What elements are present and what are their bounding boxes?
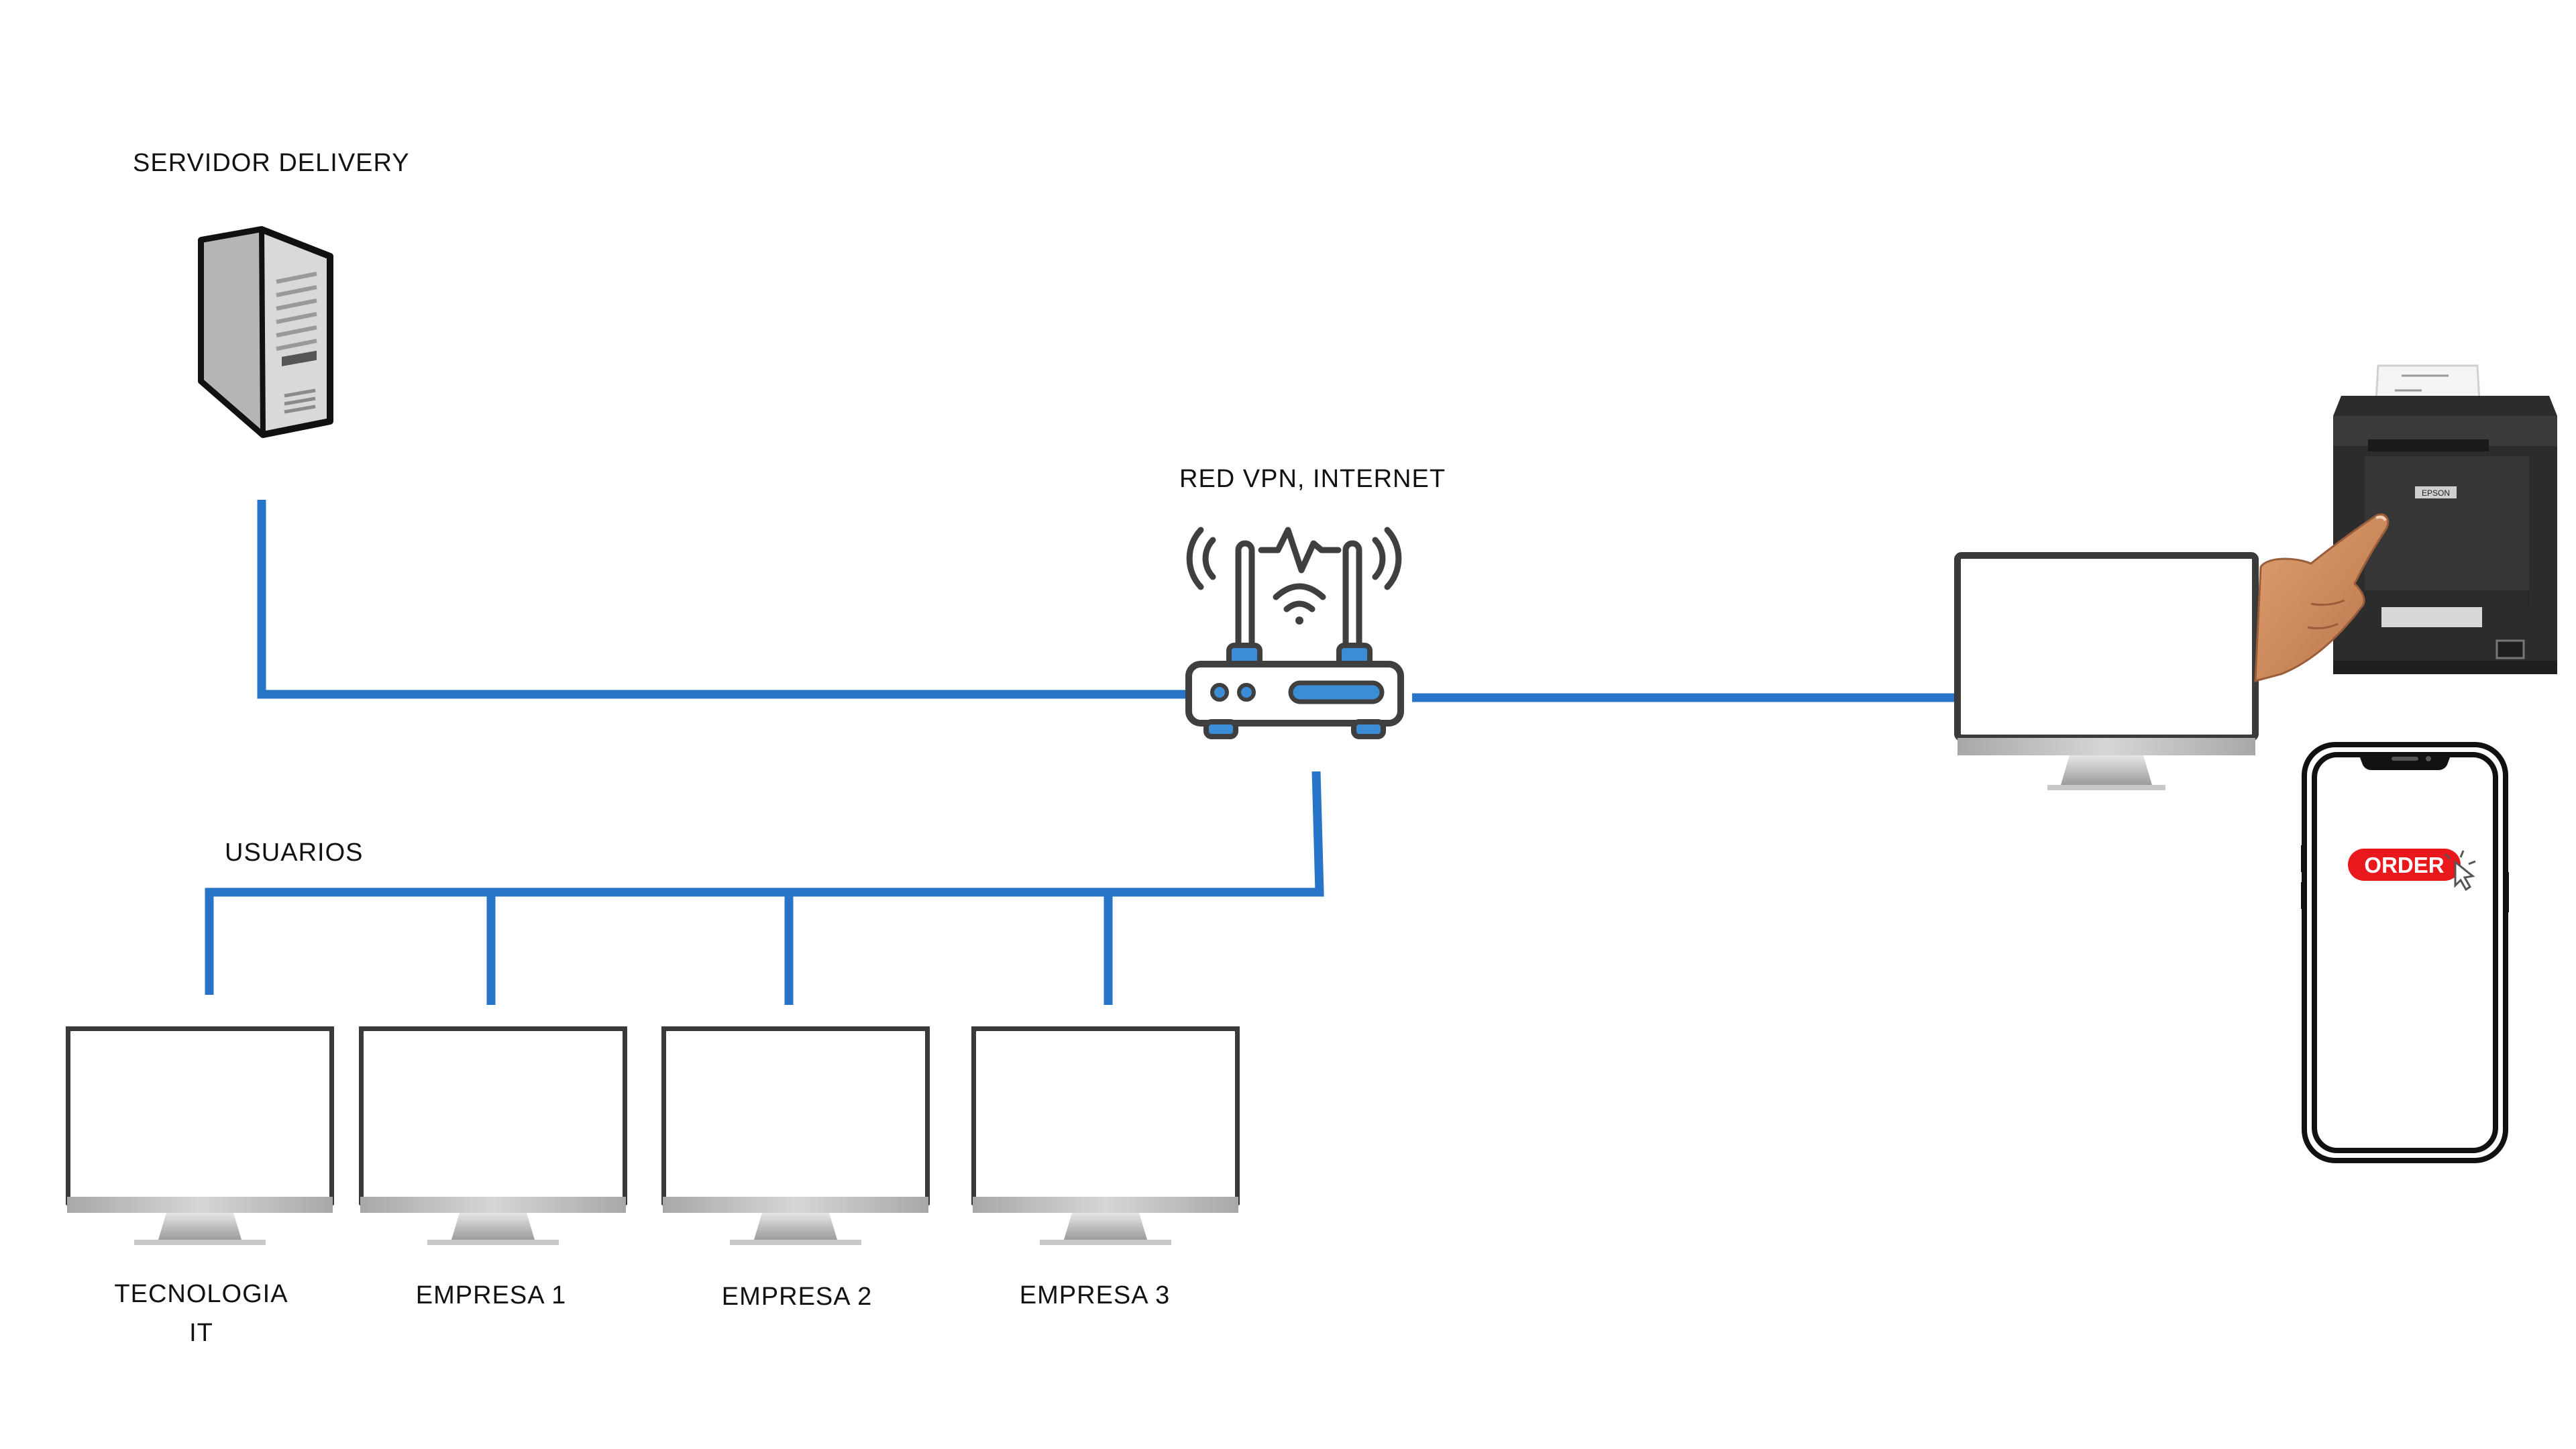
router-to-users-link <box>205 771 1324 995</box>
cursor-click-icon <box>2444 850 2476 892</box>
smartphone-icon <box>2301 742 2509 1163</box>
desktop-monitor-icon <box>1954 552 2259 790</box>
red-label: RED VPN, INTERNET <box>1179 465 1446 493</box>
printer-brand-label: EPSON <box>2422 488 2450 498</box>
client-label-empresa-1: EMPRESA 1 <box>415 1281 567 1309</box>
desktop-monitor-icon <box>360 1028 626 1245</box>
servidor-label: SERVIDOR DELIVERY <box>133 149 410 177</box>
client-label-empresa-2: EMPRESA 2 <box>721 1283 873 1311</box>
connection-lines <box>205 500 1976 1005</box>
client-label-empresa-3: EMPRESA 3 <box>1019 1281 1171 1309</box>
client-label-line1: TECNOLOGIA <box>114 1280 288 1308</box>
wifi-router-icon <box>1185 527 1404 739</box>
client-label-tecnologia: TECNOLOGIA IT <box>67 1275 335 1352</box>
server-tower-icon <box>198 226 333 438</box>
server-to-router-link <box>257 500 1187 699</box>
receipt-printer-icon: EPSON <box>2333 364 2557 674</box>
desktop-monitor-icon <box>973 1028 1238 1245</box>
usuarios-label: USUARIOS <box>225 839 364 867</box>
desktop-monitor-icon <box>67 1028 333 1245</box>
pointing-hand-icon <box>2254 513 2390 682</box>
desktop-monitor-icon <box>663 1028 928 1245</box>
order-button-label: ORDER <box>2364 853 2444 877</box>
client-label-line2: IT <box>189 1319 213 1347</box>
order-button[interactable]: ORDER <box>2348 849 2461 881</box>
